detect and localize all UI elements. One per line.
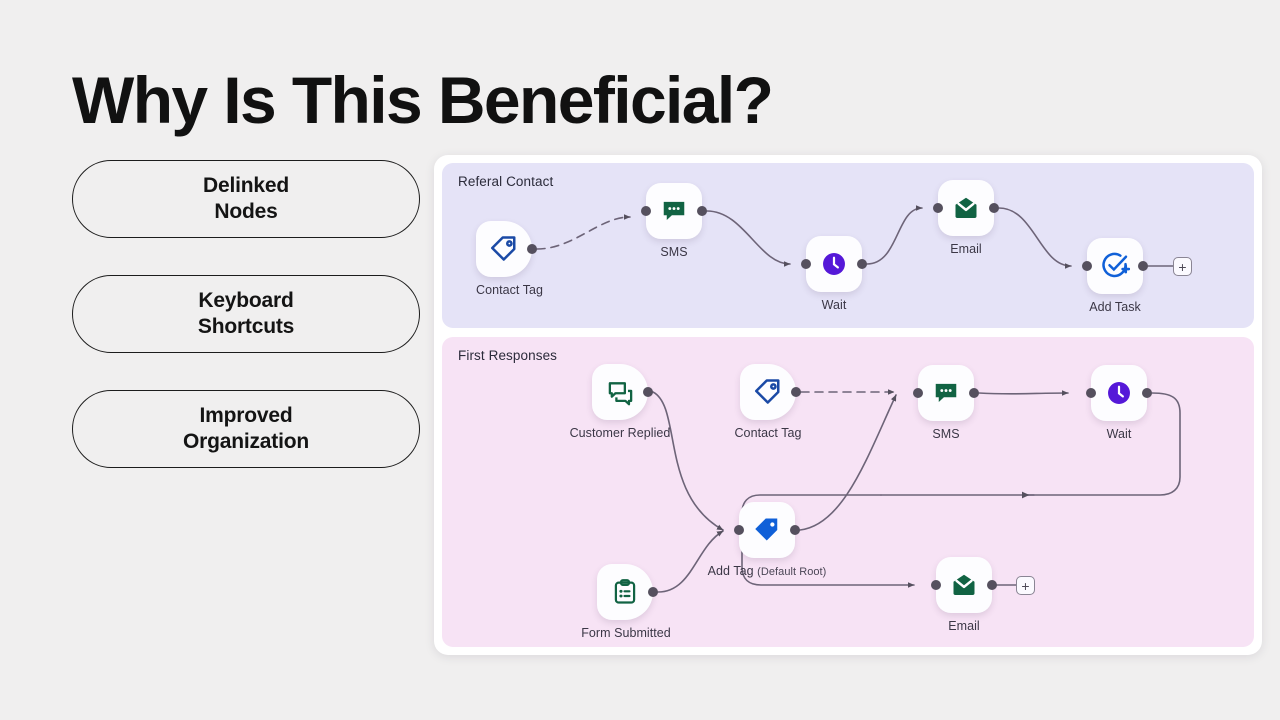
tag-outline-icon	[489, 234, 519, 264]
node-port-right[interactable]	[1142, 388, 1152, 398]
node-add-task[interactable]	[1082, 238, 1148, 294]
flow-panel-title: First Responses	[458, 348, 558, 363]
node-form-submitted[interactable]	[597, 564, 658, 620]
clock-icon	[1105, 379, 1133, 407]
add-step-button-first-responses[interactable]: +	[1016, 576, 1035, 595]
node-sublabel-add-tag: (Default Root)	[757, 566, 827, 578]
sms-bubble-icon	[660, 197, 688, 225]
node-label-wait: Wait	[821, 298, 847, 312]
node-f-sms[interactable]	[913, 365, 979, 421]
node-port-left[interactable]	[641, 206, 651, 216]
add-step-button-referral[interactable]: +	[1173, 257, 1192, 276]
task-check-plus-icon	[1100, 251, 1130, 281]
node-email[interactable]	[933, 180, 999, 236]
node-label-add-tag: Add Tag (Default Root)	[707, 564, 827, 578]
node-port-right[interactable]	[697, 206, 707, 216]
node-port-left[interactable]	[931, 580, 941, 590]
node-port-left[interactable]	[801, 259, 811, 269]
node-label-f-email: Email	[948, 619, 980, 633]
node-wait[interactable]	[801, 236, 867, 292]
node-label-contact-tag: Contact Tag	[476, 283, 544, 297]
node-label-email: Email	[950, 242, 982, 256]
node-port-right[interactable]	[791, 387, 801, 397]
node-label-f-contact-tag: Contact Tag	[734, 426, 802, 440]
node-port-left[interactable]	[933, 203, 943, 213]
node-label-form-submitted: Form Submitted	[581, 626, 671, 640]
workflow-canvas[interactable]: Referal Contact First Responses	[434, 155, 1262, 655]
clock-icon	[820, 250, 848, 278]
node-label-sms: SMS	[660, 245, 688, 259]
node-f-contact-tag[interactable]	[740, 364, 801, 420]
node-port-right[interactable]	[790, 525, 800, 535]
node-port-right[interactable]	[969, 388, 979, 398]
node-port-right[interactable]	[648, 587, 658, 597]
node-port-right[interactable]	[1138, 261, 1148, 271]
flow-panel-title: Referal Contact	[458, 174, 554, 189]
node-port-left[interactable]	[1082, 261, 1092, 271]
tag-outline-icon	[753, 377, 783, 407]
clipboard-icon	[611, 578, 639, 606]
node-f-wait[interactable]	[1086, 365, 1152, 421]
envelope-icon	[952, 194, 980, 222]
envelope-icon	[950, 571, 978, 599]
node-sms[interactable]	[641, 183, 707, 239]
node-customer-replied[interactable]	[592, 364, 653, 420]
node-port-right[interactable]	[987, 580, 997, 590]
node-label-add-task: Add Task	[1089, 300, 1141, 314]
tag-filled-icon	[752, 515, 782, 545]
sms-bubble-icon	[932, 379, 960, 407]
node-port-left[interactable]	[913, 388, 923, 398]
node-port-right[interactable]	[527, 244, 537, 254]
node-port-left[interactable]	[734, 525, 744, 535]
node-port-right[interactable]	[857, 259, 867, 269]
node-f-email[interactable]	[931, 557, 997, 613]
node-port-right[interactable]	[989, 203, 999, 213]
node-contact-tag[interactable]	[476, 221, 537, 277]
node-port-right[interactable]	[643, 387, 653, 397]
node-label-customer-replied: Customer Replied	[569, 426, 671, 440]
node-add-tag[interactable]	[734, 502, 800, 558]
node-label-f-sms: SMS	[932, 427, 960, 441]
node-label-f-wait: Wait	[1106, 427, 1132, 441]
node-port-left[interactable]	[1086, 388, 1096, 398]
chat-bubbles-outline-icon	[606, 378, 635, 407]
page-title: Why Is This Beneficial?	[72, 63, 774, 137]
